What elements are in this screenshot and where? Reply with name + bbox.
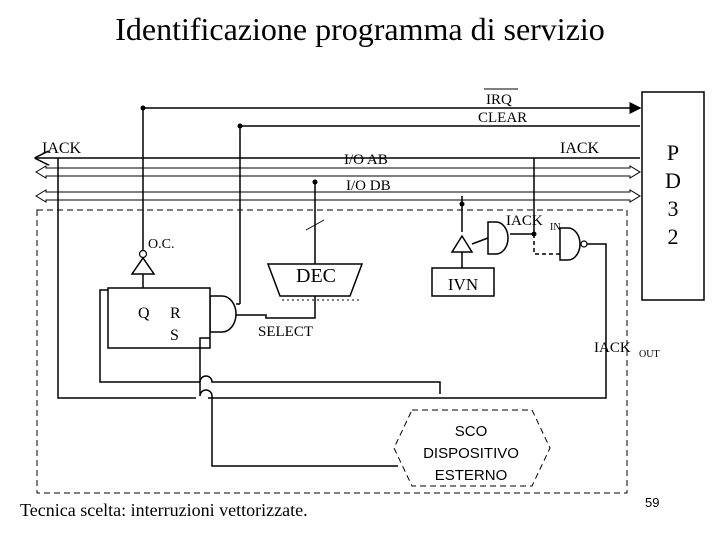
ff-s-label: S <box>170 327 179 344</box>
iack-right-label: IACK <box>560 140 600 157</box>
ivn-block <box>431 267 495 297</box>
and-gate-ff <box>209 295 237 333</box>
irq-label: IRQ <box>486 92 512 108</box>
clear-label: CLEAR <box>478 110 527 126</box>
iack-out-sub: OUT <box>639 349 660 360</box>
iack-long-loop-2 <box>208 350 607 399</box>
iack-in-return <box>533 234 560 255</box>
select-line <box>232 296 316 319</box>
slide-title: Identificazione programma di servizio <box>115 11 605 47</box>
iack-out-line <box>587 243 607 350</box>
io-db-bus <box>35 189 641 203</box>
io-ab-label: I/O AB <box>344 152 388 168</box>
dec-label: DEC <box>296 265 336 287</box>
io-db-label: I/O DB <box>346 178 391 194</box>
iack-left-label: IACK <box>42 140 82 157</box>
flipflop <box>107 287 211 349</box>
page-number: 59 <box>645 495 659 510</box>
oc-buffer <box>130 256 156 275</box>
q-feedback <box>99 289 200 383</box>
oc-label: O.C. <box>148 237 174 252</box>
pd32-label-p: P <box>667 140 679 165</box>
select-label: SELECT <box>258 324 313 340</box>
ivn-buffer <box>450 234 474 253</box>
sco-line-3: ESTERNO <box>435 467 508 484</box>
footer-caption: Tecnica scelta: interruzioni vettorizzat… <box>20 500 308 520</box>
pd32-label-3: 3 <box>668 196 679 221</box>
iack-out-label: IACK <box>594 340 631 356</box>
sco-device <box>393 409 551 487</box>
ff-r-label: R <box>170 305 181 322</box>
iack-in-label: IACK <box>506 213 543 229</box>
address-bus-slash <box>305 219 325 231</box>
iack-in-sub: IN <box>550 222 561 233</box>
ivn-label: IVN <box>448 275 478 294</box>
and-to-ivn <box>471 237 489 245</box>
iack-long-loop <box>57 158 196 399</box>
pd32-box <box>641 91 705 301</box>
s-input-line <box>199 337 398 467</box>
io-ab-bus <box>35 165 641 179</box>
sco-line-1: SCO <box>455 423 488 440</box>
gate-iack-out-bubble <box>580 240 588 248</box>
oc-bubble <box>138 249 148 259</box>
dec-block <box>266 263 364 297</box>
q-feedback-hop <box>199 375 441 394</box>
ff-q-label: Q <box>138 305 150 322</box>
pd32-label-d: D <box>665 168 681 193</box>
device-boundary <box>36 209 628 494</box>
ivn-tap-junction <box>459 201 465 207</box>
gate-iack-out <box>559 227 581 261</box>
pd32-label-2: 2 <box>668 224 679 249</box>
sco-line-2: DISPOSITIVO <box>423 445 519 462</box>
and-gate-iack <box>487 221 509 255</box>
address-tap-junction <box>312 179 318 185</box>
